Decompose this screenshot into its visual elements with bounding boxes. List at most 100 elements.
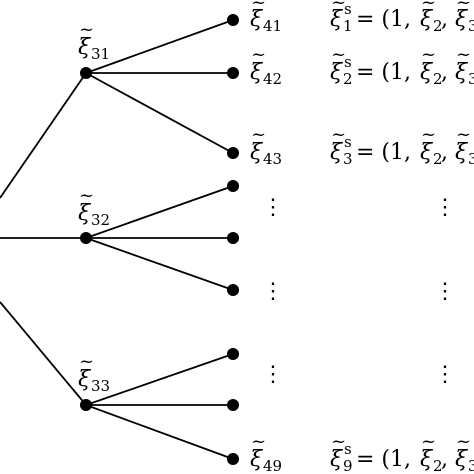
- edge-31-41: [85, 19, 234, 74]
- node-43: [227, 147, 239, 159]
- svg-text:ξ: ξ: [455, 140, 469, 165]
- edge-32-c: [85, 237, 234, 291]
- svg-text:ξ: ξ: [78, 35, 92, 60]
- svg-text:41: 41: [263, 17, 282, 35]
- vdots-6: ⋮: [434, 362, 456, 387]
- svg-text:~: ~: [331, 124, 346, 145]
- svg-text:31: 31: [91, 45, 110, 63]
- svg-text:2: 2: [433, 17, 443, 35]
- node-32: [80, 232, 92, 244]
- svg-text:43: 43: [263, 150, 282, 168]
- svg-text:ξ: ξ: [420, 447, 434, 472]
- svg-text:= (1,: = (1,: [356, 7, 411, 32]
- label-xi-41: ~ ξ 41: [250, 0, 282, 35]
- svg-text:ξ: ξ: [330, 60, 344, 85]
- svg-text:~: ~: [251, 44, 266, 65]
- node-44: [227, 180, 239, 192]
- svg-text:ξ: ξ: [250, 7, 264, 32]
- label-xi-31: ~ ξ 31: [78, 19, 110, 63]
- svg-text:2: 2: [343, 70, 353, 88]
- svg-text:ξ: ξ: [330, 7, 344, 32]
- svg-text:ξ: ξ: [250, 140, 264, 165]
- svg-text:~: ~: [79, 19, 94, 40]
- scenario-eq-9: ~ ξ s 9 = (1, ~ ξ 2 , ~ ξ 3: [330, 431, 474, 474]
- svg-text:s: s: [344, 0, 352, 18]
- svg-text:3: 3: [343, 150, 353, 168]
- label-xi-32: ~ ξ 32: [78, 185, 110, 229]
- svg-text:2: 2: [433, 150, 443, 168]
- node-46: [227, 284, 239, 296]
- svg-text:ξ: ξ: [78, 367, 92, 392]
- svg-text:ξ: ξ: [330, 447, 344, 472]
- node-33: [80, 399, 92, 411]
- vdots-2: ⋮: [262, 279, 284, 304]
- svg-text:~: ~: [456, 124, 471, 145]
- svg-text:~: ~: [331, 0, 346, 13]
- scenario-eq-2: ~ ξ s 2 = (1, ~ ξ 2 , ~ ξ 3: [330, 44, 474, 88]
- edge-root-33: [0, 301, 87, 406]
- svg-text:ξ: ξ: [330, 140, 344, 165]
- svg-text:= (1,: = (1,: [356, 60, 411, 85]
- node-31: [80, 67, 92, 79]
- node-45: [227, 232, 239, 244]
- svg-text:3: 3: [468, 457, 474, 474]
- svg-text:3: 3: [468, 17, 474, 35]
- label-xi-42: ~ ξ 42: [250, 44, 282, 88]
- svg-text:ξ: ξ: [78, 201, 92, 226]
- svg-text:s: s: [344, 53, 352, 71]
- svg-text:2: 2: [433, 457, 443, 474]
- edge-33-49: [85, 404, 234, 460]
- svg-text:~: ~: [251, 431, 266, 452]
- svg-text:~: ~: [331, 44, 346, 65]
- label-xi-49: ~ ξ 49: [250, 431, 282, 474]
- svg-text:~: ~: [251, 0, 266, 13]
- svg-text:,: ,: [441, 7, 448, 32]
- edge-31-43: [85, 72, 234, 154]
- svg-text:ξ: ξ: [250, 60, 264, 85]
- svg-text:3: 3: [468, 70, 474, 88]
- svg-text:ξ: ξ: [455, 447, 469, 472]
- svg-text:= (1,: = (1,: [356, 140, 411, 165]
- svg-text:~: ~: [251, 124, 266, 145]
- svg-text:1: 1: [343, 17, 353, 35]
- vdots-4: ⋮: [434, 195, 456, 220]
- svg-text:s: s: [344, 440, 352, 458]
- svg-text:,: ,: [441, 447, 448, 472]
- svg-text:~: ~: [456, 0, 471, 13]
- svg-text:49: 49: [263, 457, 282, 474]
- svg-text:ξ: ξ: [420, 7, 434, 32]
- edge-33-a: [85, 353, 234, 406]
- svg-text:2: 2: [433, 70, 443, 88]
- svg-text:~: ~: [79, 351, 94, 372]
- svg-text:3: 3: [468, 150, 474, 168]
- label-xi-33: ~ ξ 33: [78, 351, 110, 395]
- node-41: [227, 14, 239, 26]
- node-47: [227, 348, 239, 360]
- vdots-1: ⋮: [262, 195, 284, 220]
- svg-text:42: 42: [263, 70, 282, 88]
- svg-text:ξ: ξ: [455, 7, 469, 32]
- vdots-3: ⋮: [262, 362, 284, 387]
- svg-text:~: ~: [331, 431, 346, 452]
- node-48: [227, 399, 239, 411]
- svg-text:= (1,: = (1,: [356, 447, 411, 472]
- svg-text:~: ~: [421, 44, 436, 65]
- edge-32-a: [85, 185, 234, 239]
- scenario-eq-1: ~ ξ s 1 = (1, ~ ξ 2 , ~ ξ 3: [330, 0, 474, 35]
- svg-text:ξ: ξ: [455, 60, 469, 85]
- label-xi-43: ~ ξ 43: [250, 124, 282, 168]
- svg-text:ξ: ξ: [420, 60, 434, 85]
- svg-text:33: 33: [91, 377, 110, 395]
- node-42: [227, 67, 239, 79]
- vdots-5: ⋮: [434, 279, 456, 304]
- svg-text:~: ~: [79, 185, 94, 206]
- svg-text:,: ,: [441, 140, 448, 165]
- scenario-eq-3: ~ ξ s 3 = (1, ~ ξ 2 , ~ ξ 3: [330, 124, 474, 168]
- svg-text:ξ: ξ: [250, 447, 264, 472]
- edge-root-31: [0, 72, 87, 199]
- svg-text:~: ~: [421, 124, 436, 145]
- svg-text:s: s: [344, 133, 352, 151]
- svg-text:9: 9: [343, 457, 353, 474]
- svg-text:~: ~: [456, 431, 471, 452]
